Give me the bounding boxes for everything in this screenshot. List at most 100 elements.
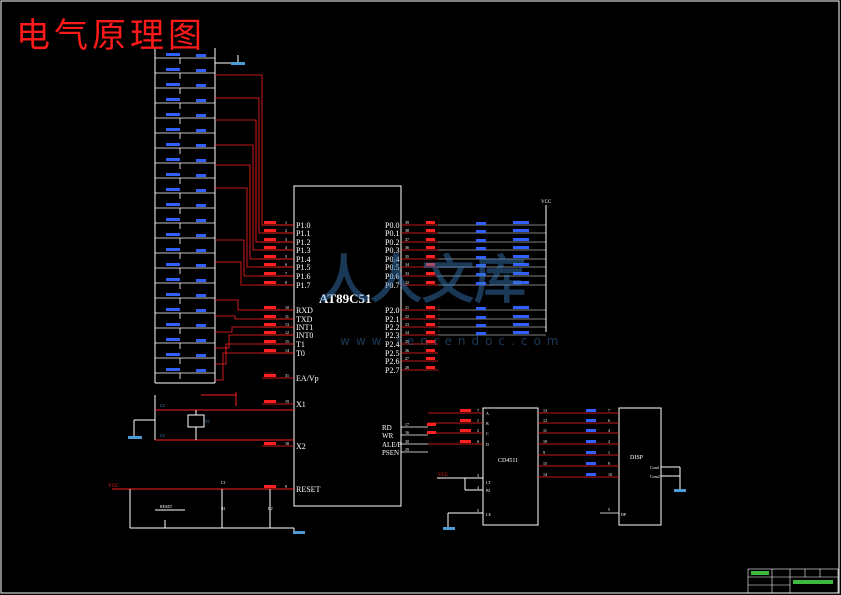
ladder-resistor-label	[196, 159, 206, 162]
bus-led	[513, 272, 529, 275]
decoder-output-pin: 9	[543, 450, 545, 455]
mcu-p0-1-label: P0.1	[385, 229, 399, 238]
watermark-sub: www.renrendoc.com	[340, 334, 564, 348]
cap-c1-label: C1	[221, 480, 226, 485]
ground-symbol-display	[674, 489, 686, 492]
ground-symbol-top	[231, 62, 245, 65]
watermark: 人人文库 www.renrendoc.com	[318, 251, 564, 348]
mcu-p1-2-pin-number: 3	[285, 237, 287, 242]
decoder-input-pin: 7	[477, 408, 479, 413]
mcu-p0-2-label: P0.2	[385, 238, 399, 247]
p1-wire	[215, 74, 294, 226]
decoder-output-pin: 13	[543, 408, 547, 413]
mcu-p3-1-netlabel	[264, 315, 276, 318]
decoder-lt-pin: 3	[477, 473, 479, 478]
mcu-p0-1-netlabel	[426, 229, 435, 232]
mcu-p0-0-label: P0.0	[385, 221, 399, 230]
mcu-p2-3-label: P2.3	[385, 331, 399, 340]
mcu-ctrl-netlabel	[427, 423, 436, 426]
mcu-p1-4-pin-number: 5	[285, 254, 287, 259]
p3-wire	[215, 343, 294, 365]
ladder-switch-label	[166, 248, 180, 251]
mcu-p0-6-netlabel	[426, 272, 435, 275]
ladder-resistor-label	[196, 264, 206, 267]
bus-resistor	[476, 324, 486, 327]
ladder-switch-label	[166, 158, 180, 161]
mcu-x1-pin-number: 19	[285, 399, 289, 404]
decoder-output-pin: 12	[543, 418, 547, 423]
bus-led	[513, 281, 529, 284]
mcu-p0-5-netlabel	[426, 263, 435, 266]
mcu-p2-5-netlabel	[426, 349, 435, 352]
mcu-p1-6-label: P1.6	[296, 272, 310, 281]
mcu-ctrl-label: PSEN	[382, 449, 399, 457]
ladder-switch-label	[166, 293, 180, 296]
mcu-p3-1-label: TXD	[296, 315, 313, 324]
mcu-p1-5-netlabel	[264, 263, 276, 266]
ladder-switch-label	[166, 278, 180, 281]
display-com-wires	[661, 466, 681, 490]
mcu-p1-6-netlabel	[264, 272, 276, 275]
segment-resistor	[586, 429, 596, 432]
bus-resistor	[476, 222, 486, 225]
ladder-resistor-label	[196, 189, 206, 192]
ladder-switch-label	[166, 368, 180, 371]
bus-led	[513, 306, 529, 309]
mcu-p0-2-pin-number: 37	[405, 237, 409, 242]
decoder-input-label: D	[486, 442, 489, 447]
p1-wire	[215, 239, 294, 277]
decoder-input-pin: 2	[477, 428, 479, 433]
decoder-output-pin: 11	[543, 428, 547, 433]
decoder-input-label: A	[486, 411, 489, 416]
decoder-input-netlabel	[460, 429, 471, 432]
mcu-p2-2-pin-number: 23	[405, 322, 409, 327]
vcc-label-rail: VCC	[541, 200, 552, 205]
mcu-p3-5-netlabel	[264, 349, 276, 352]
mcu-p2-7-label: P2.7	[385, 366, 399, 375]
decoder-output-pin: 15	[543, 461, 547, 466]
decoder-lt-label: LT	[486, 480, 491, 485]
mcu-ctrl-pin-number: 30	[405, 439, 409, 444]
mcu-p3-3-label: INT0	[296, 331, 313, 340]
decoder-output-pin: 14	[543, 472, 547, 477]
mcu-p2-1-pin-number: 22	[405, 314, 409, 319]
mcu-p1-0-label: P1.0	[296, 221, 310, 230]
crystal-label: Y1	[205, 419, 210, 424]
mcu-p1-3-label: P1.3	[296, 246, 310, 255]
decoder-le-label: LE	[486, 512, 491, 517]
mcu-p2-7-netlabel	[426, 366, 435, 369]
ladder-switch-label	[166, 263, 180, 266]
mcu-p1-7-netlabel	[264, 281, 276, 284]
mcu-p3-4-label: T1	[296, 340, 305, 349]
mcu-p3-4-pin-number: 15	[285, 339, 289, 344]
mcu-p0-4-netlabel	[426, 255, 435, 258]
bus-resistor	[476, 239, 486, 242]
bus-led	[513, 229, 529, 232]
mcu-p3-3-pin-number: 12	[285, 330, 289, 335]
decoder-le-pin: 5	[477, 508, 479, 513]
vcc-label-decoder: VCC	[438, 473, 449, 478]
p1-wires	[215, 74, 294, 381]
mcu-p2-0-netlabel	[426, 306, 435, 309]
p3-wire	[215, 299, 294, 311]
bus-resistor	[476, 264, 486, 267]
mcu-p1-0-pin-number: 1	[285, 220, 287, 225]
bus-resistor	[476, 273, 486, 276]
title-block-cell	[793, 580, 833, 584]
ground-symbol-crystal	[128, 436, 142, 439]
watermark-main: 人人文库	[318, 251, 526, 311]
mcu-p0-0-netlabel	[426, 221, 435, 224]
mcu-p1-4-label: P1.4	[296, 255, 310, 264]
p1-wire	[215, 164, 294, 260]
crystal-circuit	[133, 392, 294, 441]
decoder-input-netlabel	[460, 409, 471, 412]
mcu-p0-7-pin-number: 32	[405, 280, 409, 285]
mcu-p1-1-netlabel	[264, 229, 276, 232]
mcu-x2-label: X2	[296, 442, 306, 451]
mcu-ea-netlabel	[264, 374, 276, 377]
mcu-p0-4-pin-number: 35	[405, 254, 409, 259]
ladder-resistor-label	[196, 279, 206, 282]
mcu-p3-4-netlabel	[264, 340, 276, 343]
